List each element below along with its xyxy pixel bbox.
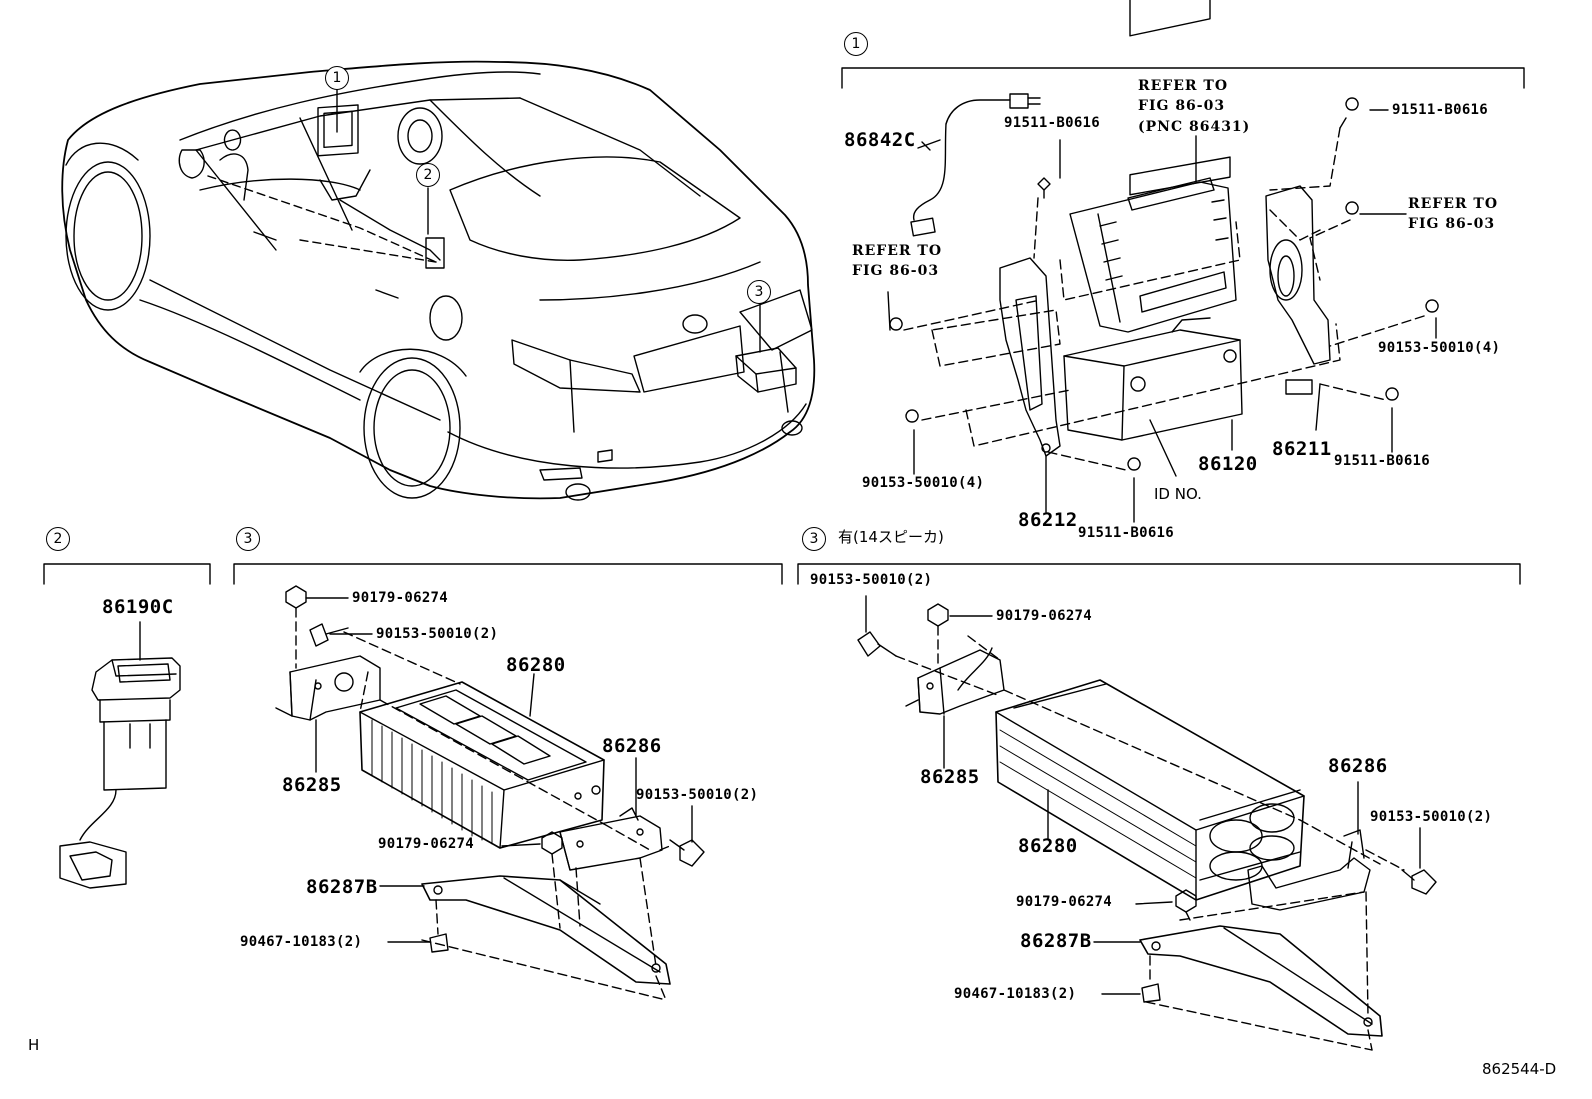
part-90467-10183-b: 90467-10183(2) (954, 986, 1077, 1002)
part-86211: 86211 (1272, 438, 1332, 460)
refer-fig-left-line-1: REFER TO (852, 243, 943, 259)
refer-fig-pnc: REFER TO FIG 86-03 (PNC 86431) (1138, 76, 1250, 137)
part-90153-50010-top-b: 90153-50010(2) (810, 572, 933, 588)
part-90153-50010-right: 90153-50010(2) (636, 787, 759, 803)
refer-fig-pnc-line-1: REFER TO (1138, 78, 1229, 94)
vehicle-illustration (61, 60, 816, 501)
part-86285: 86285 (282, 774, 342, 796)
section-1-frame (841, 67, 1525, 89)
section-3-frame (233, 563, 783, 585)
part-91511-b0616-top-right: 91511-B0616 (1392, 102, 1489, 118)
diagram-id: 862544-D (1482, 1060, 1557, 1078)
part-86842c: 86842C (844, 129, 916, 151)
part-90179-06274-mid: 90179-06274 (378, 836, 475, 852)
part-90179-06274-top-b: 90179-06274 (996, 608, 1093, 624)
section-3b-frame (797, 563, 1521, 585)
refer-fig-pnc-line-3: (PNC 86431) (1138, 118, 1251, 135)
refer-fig-left: REFER TO FIG 86-03 (852, 241, 942, 282)
refer-fig-pnc-line-2: FIG 86-03 (1138, 98, 1226, 115)
part-86120: 86120 (1198, 453, 1258, 475)
refer-fig-left-line-2: FIG 86-03 (852, 263, 940, 280)
callout-3-section: 3 (236, 527, 260, 551)
part-86280: 86280 (506, 654, 566, 676)
part-91511-b0616-bottom-right: 91511-B0616 (1334, 453, 1431, 469)
part-90153-50010-top: 90153-50010(2) (376, 626, 499, 642)
refer-fig-right: REFER TO FIG 86-03 (1408, 194, 1498, 235)
part-90153-50010-right: 90153-50010(4) (1378, 340, 1501, 356)
part-86285-b: 86285 (920, 766, 980, 788)
callout-1-section: 1 (844, 32, 868, 56)
section-1-parts (887, 0, 1439, 523)
id-no-label: ID NO. (1154, 485, 1202, 503)
callout-1-car: 1 (325, 66, 349, 90)
callout-2-car: 2 (416, 163, 440, 187)
section-2-frame (43, 563, 211, 585)
part-91511-b0616-top-left: 91511-B0616 (1004, 115, 1101, 131)
callout-2-section: 2 (46, 527, 70, 551)
refer-fig-right-line-2: FIG 86-03 (1408, 216, 1496, 233)
section-2-parts (59, 621, 181, 889)
part-91511-b0616-bottom: 91511-B0616 (1078, 525, 1175, 541)
part-90153-50010-left: 90153-50010(4) (862, 475, 985, 491)
footer-left-code: H (28, 1036, 40, 1054)
section-3b-parts (857, 595, 1437, 1051)
part-86190c: 86190C (102, 596, 174, 618)
part-86287b-b: 86287B (1020, 930, 1092, 952)
part-90467-10183: 90467-10183(2) (240, 934, 363, 950)
callout-3-car: 3 (747, 280, 771, 304)
part-86286: 86286 (602, 735, 662, 757)
part-90179-06274-top: 90179-06274 (352, 590, 449, 606)
part-86280-b: 86280 (1018, 835, 1078, 857)
section-3-parts (275, 585, 705, 1001)
part-90179-06274-mid-b: 90179-06274 (1016, 894, 1113, 910)
section-3b-title: 有(14スピーカ) (838, 528, 944, 546)
part-86286-b: 86286 (1328, 755, 1388, 777)
part-86212: 86212 (1018, 509, 1078, 531)
refer-fig-right-line-1: REFER TO (1408, 196, 1499, 212)
callout-3b-section: 3 (802, 527, 826, 551)
part-90153-50010-right-b: 90153-50010(2) (1370, 809, 1493, 825)
part-86287b: 86287B (306, 876, 378, 898)
